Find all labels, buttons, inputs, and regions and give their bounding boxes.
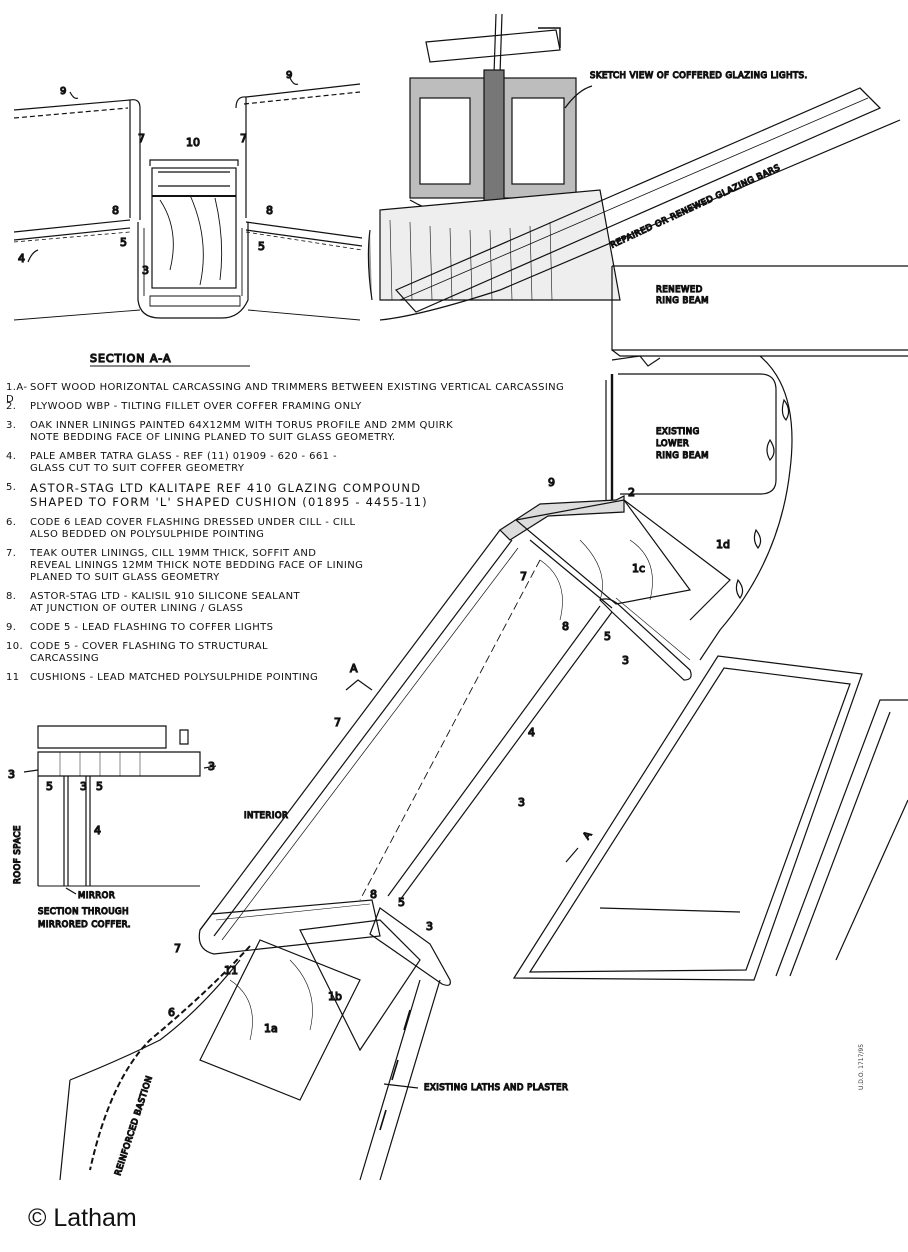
copyright-notice: © Latham xyxy=(28,1204,137,1232)
mirror-section-drawing xyxy=(23,725,217,887)
label-8a: 8 xyxy=(112,204,119,217)
main-label-6: 6 xyxy=(168,1006,175,1019)
main-label-7b: 7 xyxy=(334,716,341,729)
main-label-3c: 3 xyxy=(426,920,433,933)
main-label-9: 9 xyxy=(548,476,555,489)
note-8: 8.ASTOR-STAG LTD - KALISIL 910 SILICONE … xyxy=(6,591,301,614)
note-5: 5.ASTOR-STAG LTD KALITAPE REF 410 GLAZIN… xyxy=(6,481,428,509)
note-3: 3.OAK INNER LININGS PAINTED 64X12MM WITH… xyxy=(6,420,454,443)
mirror-label-5a: 5 xyxy=(46,780,53,793)
drawing-reference: U.D.O. 1717/95 xyxy=(858,1043,865,1090)
main-label-3b: 3 xyxy=(518,796,525,809)
note-9: 9.CODE 5 - LEAD FLASHING TO COFFER LIGHT… xyxy=(6,622,274,633)
label-9b: 9 xyxy=(286,70,293,81)
label-10: 10 xyxy=(186,136,200,149)
roof-space-label: ROOF SPACE xyxy=(13,825,23,884)
existing-lower-ring-beam xyxy=(605,355,793,661)
mirror-label-5b: 5 xyxy=(96,780,103,793)
label-7a: 7 xyxy=(138,132,145,145)
section-a-a-title: SECTION A-A xyxy=(90,352,172,365)
mirror-section-title-1: SECTION THROUGH xyxy=(38,907,129,917)
note-6: 6.CODE 6 LEAD COVER FLASHING DRESSED UND… xyxy=(6,517,356,540)
main-label-7c: 7 xyxy=(174,942,181,955)
label-4a: 4 xyxy=(18,252,25,265)
mirror-label-3a: 3 xyxy=(8,768,15,781)
note-4: 4.PALE AMBER TATRA GLASS - REF (11) 0190… xyxy=(6,451,338,474)
sketch-view-label: SKETCH VIEW OF COFFERED GLAZING LIGHTS. xyxy=(590,71,808,81)
technical-drawing: 9 9 7 7 10 8 8 5 5 4 3 SECTION A-A SKETC… xyxy=(7,13,908,1181)
mirror-label-3c: 3 xyxy=(80,780,87,793)
label-7b: 7 xyxy=(240,132,247,145)
interior-label: INTERIOR xyxy=(244,811,288,821)
main-label-1c: 1c xyxy=(632,562,645,575)
note-1: 1.a-dSOFT WOOD HORIZONTAL CARCASSING AND… xyxy=(6,382,565,405)
main-label-1a: 1a xyxy=(264,1022,278,1035)
note-10: 10.CODE 5 - COVER FLASHING TO STRUCTURAL… xyxy=(6,641,269,664)
main-label-1d: 1d xyxy=(716,538,730,551)
glazing-bar xyxy=(379,87,901,321)
section-marker-a-bottom: A xyxy=(581,829,594,841)
label-9a: 9 xyxy=(60,86,67,97)
specification-notes: 1.a-dSOFT WOOD HORIZONTAL CARCASSING AND… xyxy=(6,382,606,691)
main-label-11: 11 xyxy=(224,964,238,977)
mirror-section-title-2: MIRRORED COFFER. xyxy=(38,920,131,930)
glazing-bars-label: REPAIRED OR RENEWED GLAZING BARS xyxy=(609,163,782,251)
section-marker-a-top: A xyxy=(350,662,359,675)
note-2: 2.PLYWOOD WBP - TILTING FILLET OVER COFF… xyxy=(6,401,362,412)
mirror-label: MIRROR xyxy=(78,891,115,901)
main-label-1b: 1b xyxy=(328,990,342,1003)
drawing-sheet: 9 9 7 7 10 8 8 5 5 4 3 SECTION A-A SKETC… xyxy=(6,13,908,1181)
main-label-7a: 7 xyxy=(520,570,527,583)
label-5a: 5 xyxy=(120,236,127,249)
main-label-2: 2 xyxy=(628,486,635,499)
main-label-4: 4 xyxy=(528,726,535,739)
label-3a: 3 xyxy=(142,264,149,277)
sketch-view-coffer xyxy=(367,13,621,301)
mirror-label-4: 4 xyxy=(94,824,101,837)
laths-label: EXISTING LATHS AND PLASTER xyxy=(424,1083,568,1093)
label-5b: 5 xyxy=(258,240,265,253)
coffer-main-section xyxy=(59,495,731,1181)
renewed-ring-beam xyxy=(611,265,908,357)
mirror-label-3b: 3 xyxy=(208,760,215,773)
main-label-5a: 5 xyxy=(604,630,611,643)
main-label-3a: 3 xyxy=(622,654,629,667)
main-label-8a: 8 xyxy=(562,620,569,633)
rebuilt-label: REINFORCED BASTION xyxy=(113,1074,155,1177)
section-a-a-drawing xyxy=(13,77,363,321)
main-label-8b: 8 xyxy=(370,888,377,901)
note-7: 7.TEAK OUTER LININGS, CILL 19MM THICK, S… xyxy=(6,548,364,583)
window-panels xyxy=(512,655,908,981)
label-8b: 8 xyxy=(266,204,273,217)
main-label-5b: 5 xyxy=(398,896,405,909)
